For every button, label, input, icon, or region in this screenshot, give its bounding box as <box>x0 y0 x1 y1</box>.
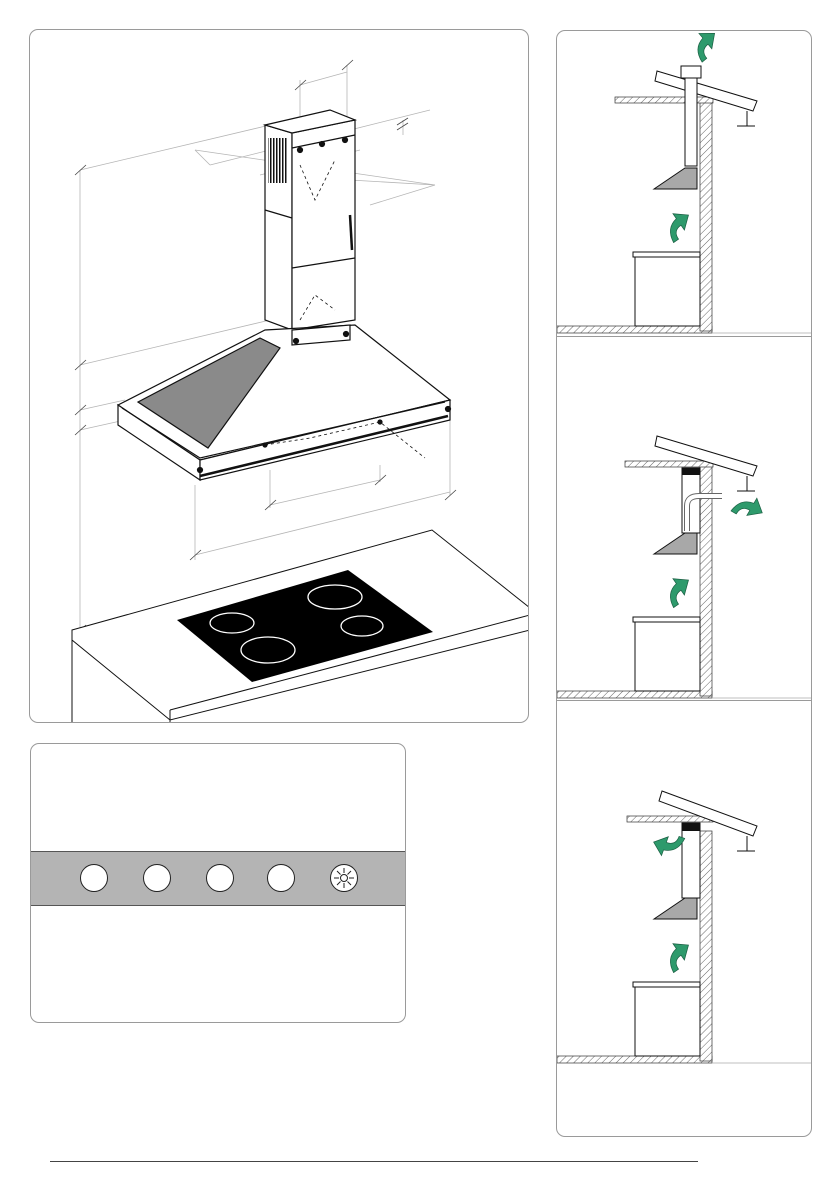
mode-ducted-rear <box>557 436 812 698</box>
chimney <box>265 110 355 330</box>
control-button-4[interactable] <box>267 864 295 892</box>
control-panel <box>30 743 406 1023</box>
light-button[interactable] <box>330 864 358 892</box>
installation-modes-drawing <box>557 31 812 1137</box>
hood-drawing <box>30 30 529 723</box>
light-icon <box>331 865 357 891</box>
control-button-2[interactable] <box>143 864 171 892</box>
hood-illustration-panel <box>29 29 529 723</box>
mode-recirculation <box>557 791 812 1063</box>
control-button-3[interactable] <box>206 864 234 892</box>
control-button-1[interactable] <box>80 864 108 892</box>
button-strip <box>31 851 405 906</box>
bottom-rule <box>50 1161 698 1162</box>
mode-ducted-vertical <box>557 31 812 333</box>
installation-modes-panel <box>556 30 812 1137</box>
